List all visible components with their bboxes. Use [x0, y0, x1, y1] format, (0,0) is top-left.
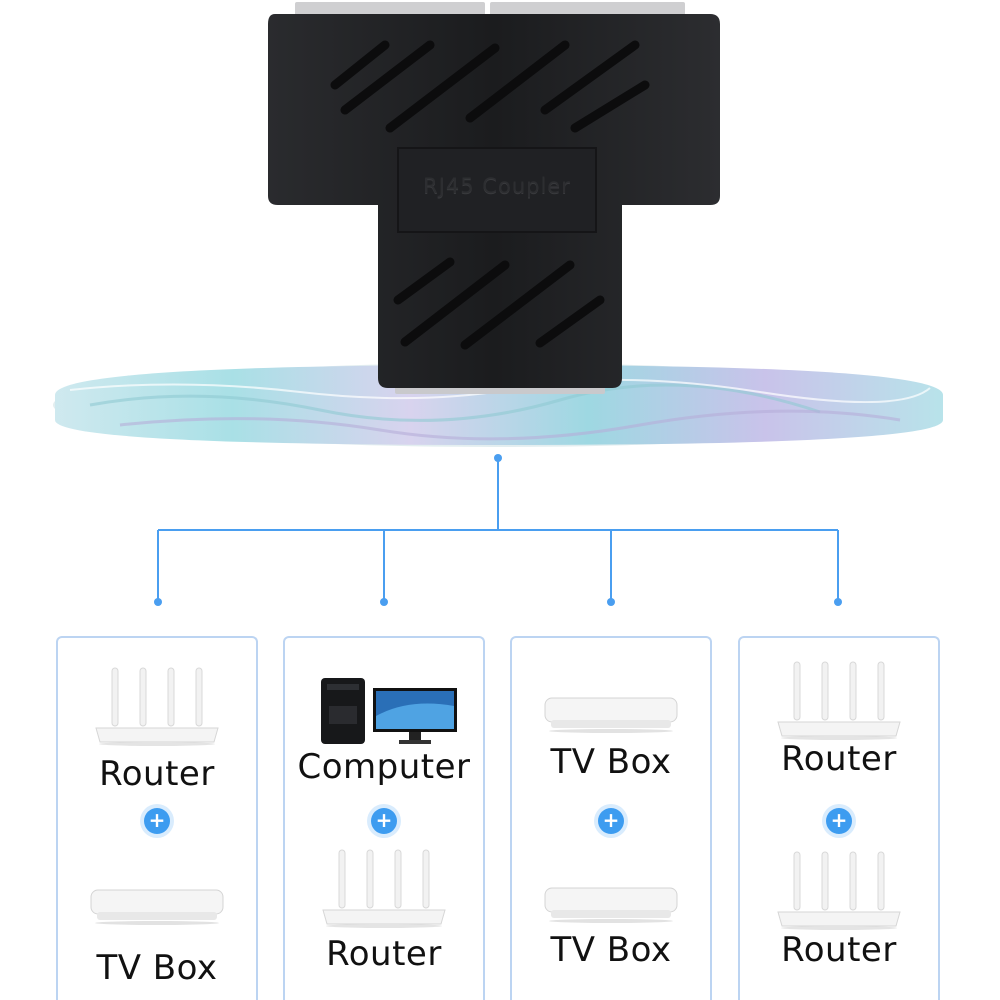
plus-icon: +: [826, 808, 852, 834]
embossed-label: RJ45 Coupler: [423, 174, 571, 198]
device-card-1: Router + TV Box: [56, 636, 258, 1000]
device-card-4: Router + Router: [738, 636, 940, 1000]
connector-dot: [834, 598, 842, 606]
plus-icon: +: [371, 808, 397, 834]
card-bottom-slot: TV Box: [58, 838, 256, 988]
tv-box-icon: [544, 697, 678, 733]
plus-icon: +: [144, 808, 170, 834]
connector-dot: [494, 454, 502, 462]
card-top-slot: Router: [58, 644, 256, 794]
connector-lines: [154, 454, 842, 606]
device-label: Router: [99, 754, 215, 794]
card-bottom-slot: TV Box: [512, 838, 710, 988]
coupler-product-image: [53, 2, 943, 447]
device-card-3: TV Box + TV Box: [510, 636, 712, 1000]
device-label: Router: [781, 930, 897, 970]
router-icon: [777, 851, 901, 930]
card-top-slot: TV Box: [512, 644, 710, 794]
tv-box-icon: [90, 889, 224, 925]
top-port-shield-left: [295, 2, 485, 16]
device-label: Router: [326, 934, 442, 974]
top-port-shield-right: [490, 2, 685, 16]
device-label: TV Box: [550, 742, 672, 782]
router-icon: [95, 667, 219, 746]
card-bottom-slot: Router: [285, 838, 483, 988]
device-label: TV Box: [96, 948, 218, 988]
card-top-slot: Router: [740, 644, 938, 794]
card-top-slot: Computer: [285, 644, 483, 794]
marble-pedestal: [55, 365, 943, 445]
router-icon: [777, 661, 901, 740]
device-label: Router: [781, 739, 897, 779]
tv-box-icon: [544, 887, 678, 923]
label-plate: [397, 147, 597, 233]
router-icon: [322, 849, 446, 928]
device-label: TV Box: [550, 930, 672, 970]
connector-dot: [380, 598, 388, 606]
computer-icon: [321, 678, 457, 744]
plus-icon: +: [598, 808, 624, 834]
device-label: Computer: [297, 747, 471, 787]
card-bottom-slot: Router: [740, 838, 938, 988]
device-card-2: Computer + Router: [283, 636, 485, 1000]
connector-dot: [607, 598, 615, 606]
connector-dot: [154, 598, 162, 606]
